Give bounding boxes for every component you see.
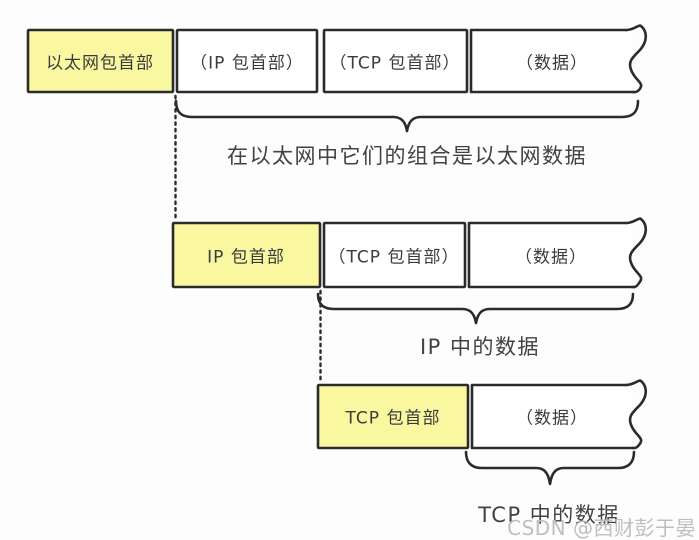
row1-tcp-header-box <box>322 28 469 94</box>
row2-tcp-header-box <box>322 221 467 289</box>
row3-data-label: （数据） <box>516 408 588 429</box>
row1-ip-header-box <box>175 28 319 94</box>
row1-data-box <box>469 28 635 94</box>
row2-brace <box>316 292 635 325</box>
row2-tcp-header-label: （TCP 包首部） <box>328 247 460 268</box>
row2-data-box <box>467 221 635 289</box>
csdn-watermark: CSDN @西财彭于晏 <box>507 516 696 540</box>
row2-ip-header-box <box>171 221 322 289</box>
row1-data-box-fill <box>471 31 631 91</box>
row1-ethernet-header-box <box>26 28 175 94</box>
row3-data-box <box>470 383 635 450</box>
row3-tcp-header-box <box>316 383 470 450</box>
row3-torn-edge <box>624 379 648 450</box>
row1-ip-header-label: （IP 包首部） <box>190 53 304 74</box>
row3-brace <box>464 450 636 486</box>
row1-torn-edge <box>624 24 648 94</box>
row2-caption: IP 中的数据 <box>419 335 541 359</box>
row1-caption: 在以太网中它们的组合是以太网数据 <box>227 144 587 168</box>
row2-torn-edge <box>624 217 648 289</box>
row3-caption: TCP 中的数据 <box>478 503 620 527</box>
row1-ethernet-header-label: 以太网包首部 <box>46 53 154 74</box>
row1-tcp-header-label: （TCP 包首部） <box>329 53 461 74</box>
row3-tcp-header-label: TCP 包首部 <box>345 408 441 429</box>
row3-data-box-fill <box>472 386 631 447</box>
row2-data-label: （数据） <box>515 247 587 268</box>
row2-data-box-fill <box>469 224 631 286</box>
row2-ip-header-label: IP 包首部 <box>207 247 285 268</box>
row1-brace <box>174 99 640 133</box>
row1-data-label: （数据） <box>516 53 588 74</box>
